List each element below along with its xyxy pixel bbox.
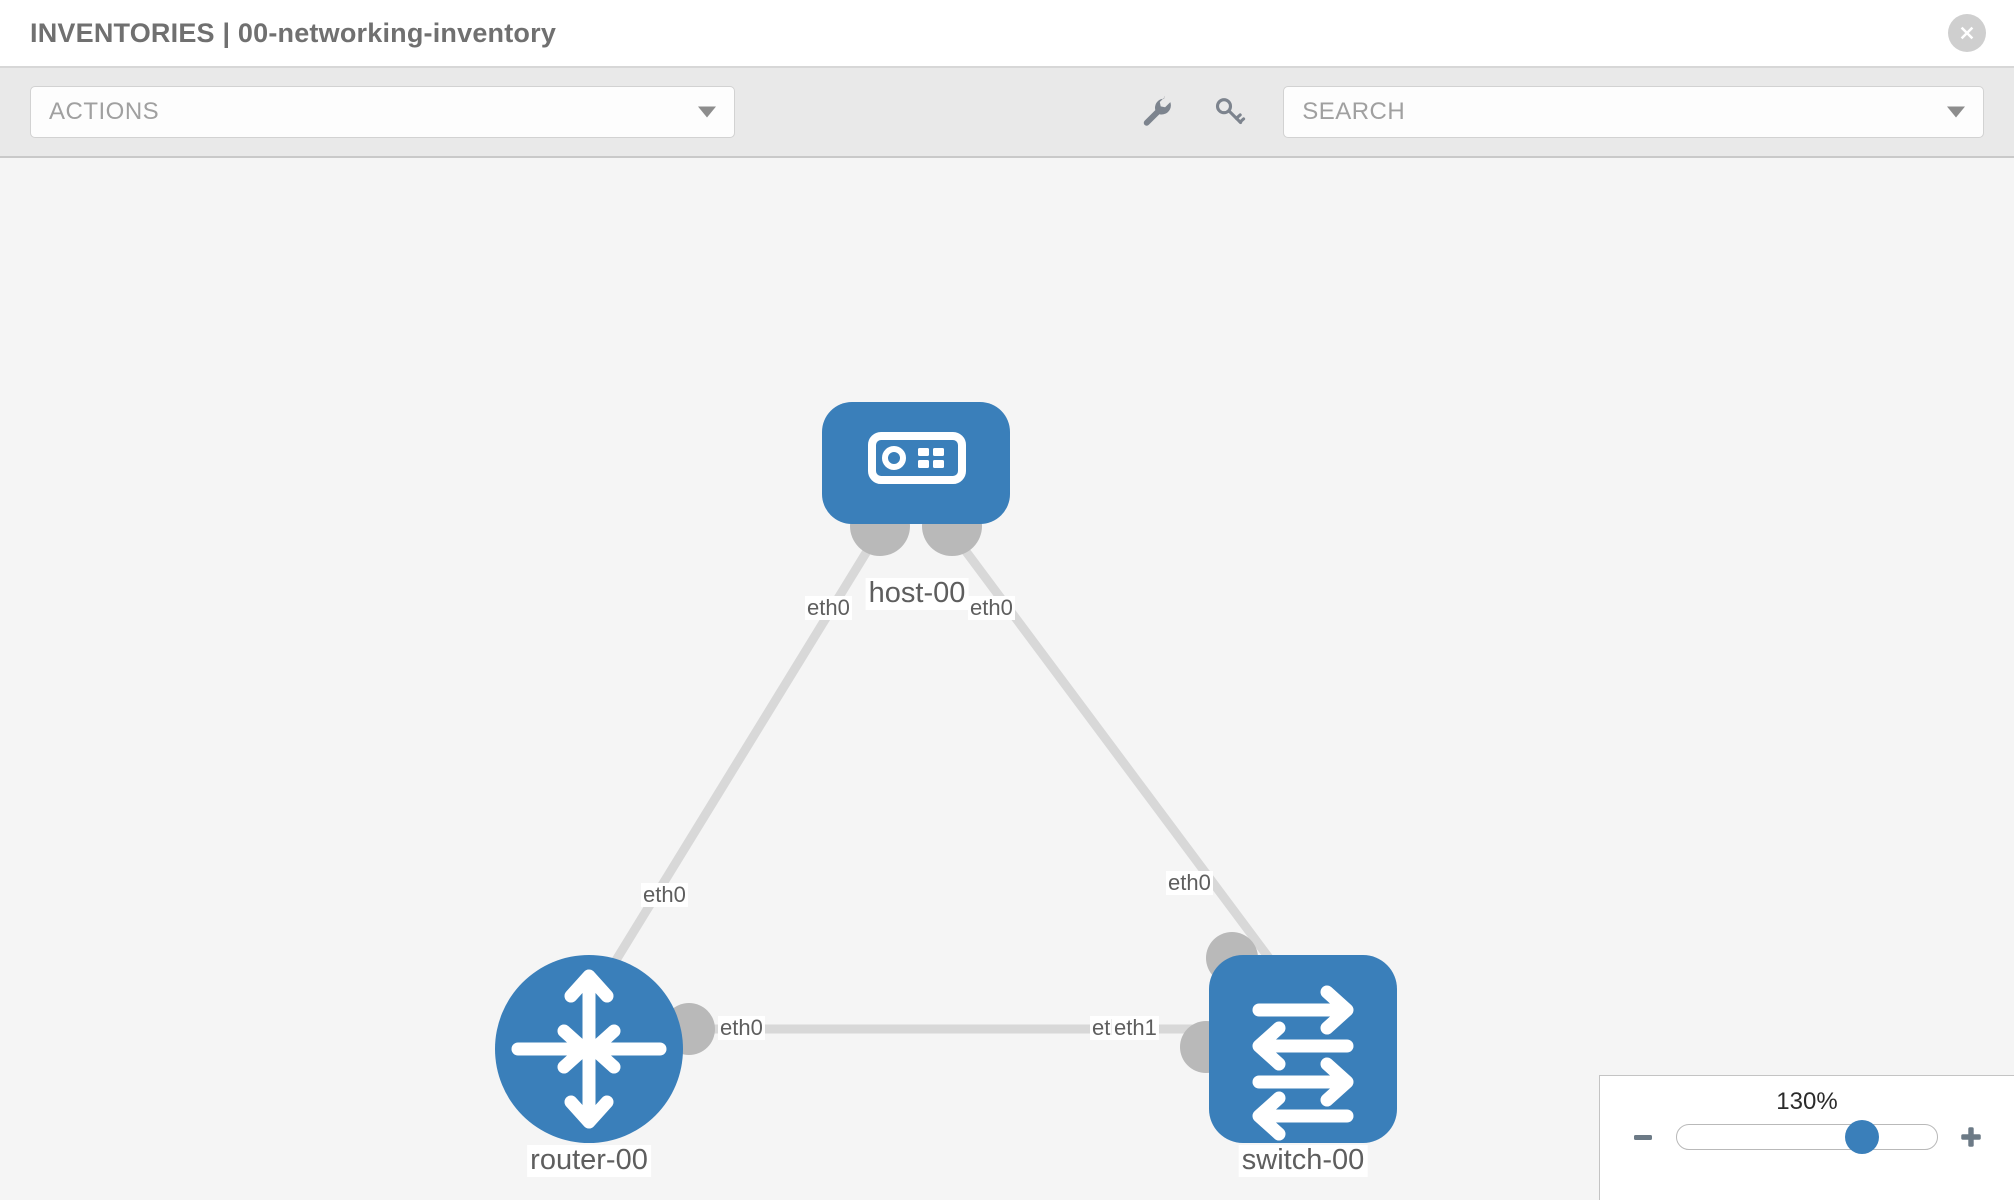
node-host-00[interactable]	[822, 402, 1010, 524]
plus-icon	[1961, 1127, 1981, 1147]
node-label-switch-00: switch-00	[1238, 1144, 1368, 1177]
edge-label-router00-uplink: eth0	[641, 882, 688, 908]
zoom-control-panel: 130%	[1599, 1075, 2014, 1200]
zoom-in-button[interactable]	[1956, 1122, 1986, 1152]
wrench-button[interactable]	[1135, 90, 1179, 134]
key-button[interactable]	[1207, 90, 1251, 134]
close-icon	[1960, 26, 1974, 40]
chevron-down-icon	[698, 106, 717, 118]
edge-label-switch00-uplink: eth0	[1166, 870, 1213, 896]
actions-dropdown[interactable]: ACTIONS	[30, 86, 736, 138]
topology-graph	[495, 402, 1397, 1143]
topology-canvas[interactable]: eth0 eth0 eth0 eth0 eth0 eth eth1 host-0…	[0, 158, 2014, 1200]
wrench-icon	[1143, 96, 1172, 126]
zoom-control-row	[1628, 1120, 1986, 1154]
node-router-00[interactable]	[495, 955, 683, 1143]
edge-label-host00-left: eth0	[805, 595, 852, 621]
router-arrows-icon	[511, 969, 667, 1129]
search-input-wrapper[interactable]: SEARCH	[1283, 86, 1984, 138]
chevron-down-icon[interactable]	[1947, 106, 1965, 118]
minus-icon	[1634, 1135, 1652, 1140]
node-host-00-shape[interactable]	[822, 402, 1010, 524]
search-input[interactable]: SEARCH	[1302, 98, 1406, 125]
server-icon	[868, 432, 966, 484]
close-button[interactable]	[1948, 14, 1986, 52]
zoom-slider[interactable]	[1676, 1120, 1938, 1154]
actions-dropdown-label: ACTIONS	[49, 98, 160, 125]
edge-label-switch00-eth1: eth1	[1112, 1015, 1159, 1041]
switch-arrows-icon	[1252, 985, 1354, 1141]
node-label-router-00: router-00	[527, 1144, 651, 1177]
node-switch-00[interactable]	[1209, 955, 1397, 1143]
window-titlebar: INVENTORIES | 00-networking-inventory	[0, 0, 2014, 68]
key-icon	[1216, 98, 1246, 125]
topology-toolbar: ACTIONS	[0, 68, 2014, 158]
page-title: INVENTORIES | 00-networking-inventory	[30, 17, 557, 48]
zoom-out-button[interactable]	[1628, 1122, 1658, 1152]
node-label-host-00: host-00	[865, 577, 969, 610]
zoom-level-value: 130%	[1776, 1088, 1838, 1115]
edge-label-router00-eth0: eth0	[718, 1015, 765, 1041]
edge-label-host00-right: eth0	[968, 595, 1015, 621]
zoom-slider-thumb[interactable]	[1844, 1120, 1879, 1154]
toolbar-icon-group	[1135, 90, 1251, 134]
